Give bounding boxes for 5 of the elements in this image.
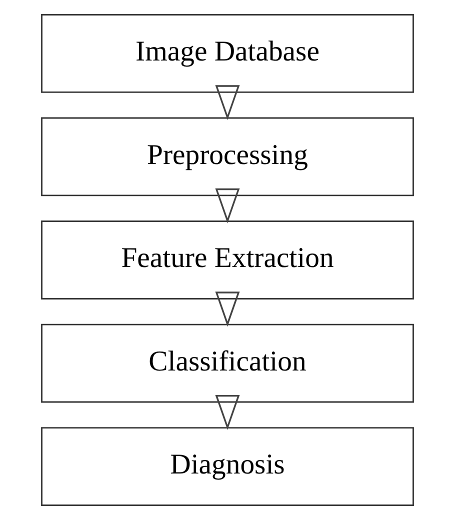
arrow <box>215 291 240 326</box>
arrow <box>215 188 240 223</box>
arrow <box>215 84 240 120</box>
node-box: Diagnosis <box>41 426 414 506</box>
arrow <box>215 394 240 430</box>
